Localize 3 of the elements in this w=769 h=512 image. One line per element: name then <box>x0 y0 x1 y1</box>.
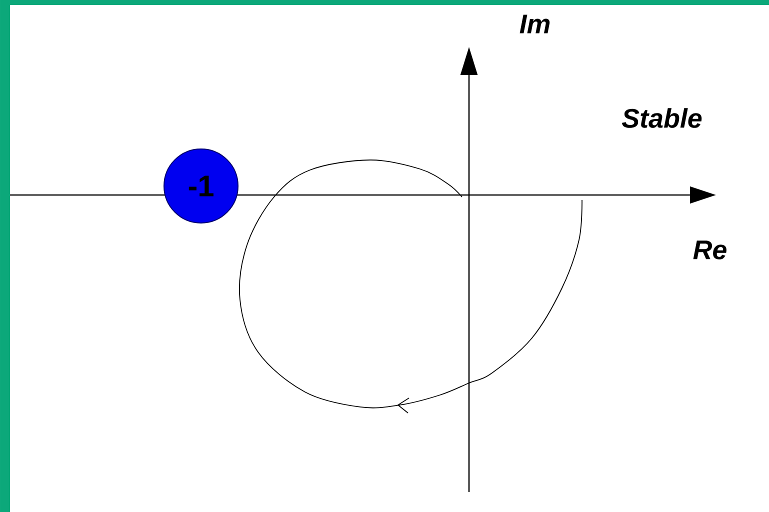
axis-label: Re <box>693 240 726 260</box>
axis-label: Im <box>520 14 550 34</box>
axis-label: Stable <box>622 108 702 128</box>
